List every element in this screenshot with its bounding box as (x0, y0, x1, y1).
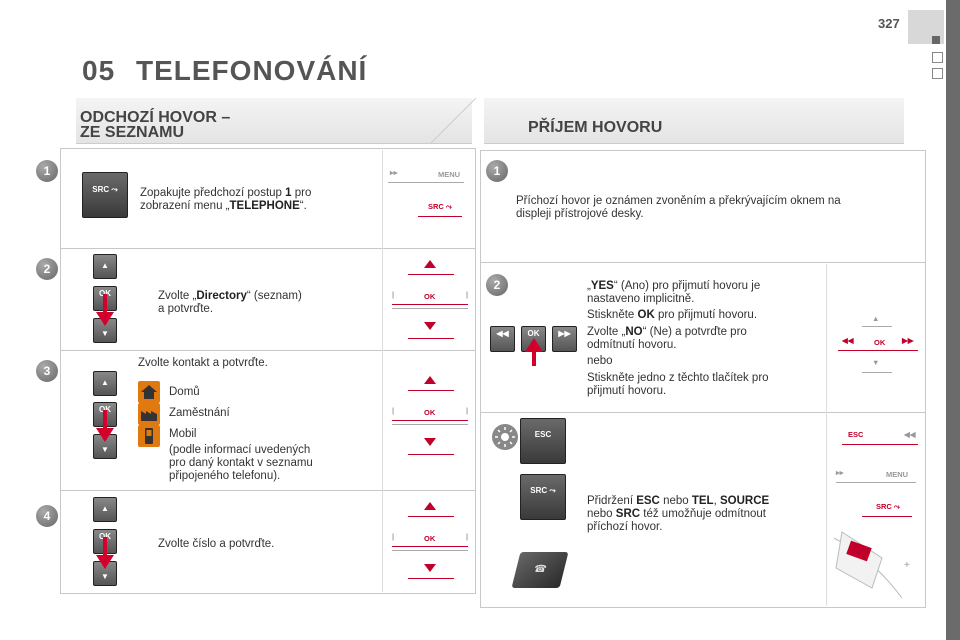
src-label: SRC ⤳ (876, 502, 900, 511)
divider (480, 262, 926, 263)
down-arrow-icon (424, 438, 436, 446)
red-arrow-down-icon (96, 312, 114, 326)
up-arrow-icon (424, 376, 436, 384)
step-number-badge: 1 (486, 160, 508, 182)
menu-label: MENU (886, 470, 909, 479)
column-divider (382, 150, 383, 592)
forward-icon: ▸▸ (836, 468, 844, 477)
src-button: SRC ⤳ (520, 474, 566, 520)
red-arrow-down-icon (96, 555, 114, 569)
step-number-badge: 4 (36, 505, 58, 527)
steering-diagram-ok: | OK | (388, 498, 472, 579)
home-icon (138, 381, 160, 403)
header-slash-decoration (430, 98, 477, 145)
ok-label: OK (424, 408, 436, 417)
red-arrow-up-icon (525, 338, 543, 352)
contact-note: (podle informací uvedených pro daný kont… (169, 444, 313, 482)
mobile-phone-icon (138, 425, 160, 447)
factory-icon (138, 403, 160, 425)
esc-button: ESC (520, 418, 566, 464)
divider (60, 350, 476, 351)
phone-icon: ☎ (532, 564, 548, 575)
down-arrow-icon (424, 322, 436, 330)
steering-diagram-esc-src: ESC ◀◀ ▸▸ MENU SRC ⤳ + (832, 424, 922, 604)
yes-text: „YES“ (Ano) pro přijmutí hovoru je nasta… (587, 280, 761, 305)
step-text: Zvolte kontakt a potvrďte. (138, 357, 268, 369)
red-arrow-down-icon (96, 428, 114, 442)
ok-text: Stiskněte OK pro přijmutí hovoru. (587, 309, 758, 321)
contact-type-mobile: Mobil (169, 428, 197, 440)
bookmark-square-icon (932, 52, 943, 63)
up-button: ▲ (93, 371, 117, 396)
ok-label: OK (874, 338, 886, 347)
step-number-badge: 2 (486, 274, 508, 296)
left-section-title: ODCHOZÍ HOVOR – ZE SEZNAMU (80, 109, 231, 141)
right-section-header (484, 98, 904, 144)
divider (60, 248, 476, 249)
contact-type-home: Domů (169, 386, 200, 398)
red-arrow (532, 350, 536, 366)
page-number: 327 (878, 16, 900, 31)
right-panel (480, 150, 926, 608)
step-text: Zopakujte předchozí postup 1 pro zobraze… (140, 187, 312, 212)
column-divider (826, 264, 827, 606)
steering-diagram-ok: | OK | (388, 372, 472, 455)
steering-diagram-prev-next: ▲ ◀◀ OK ▶▶ ▼ (832, 310, 922, 380)
menu-label: MENU (438, 170, 461, 179)
down-arrow-icon (424, 564, 436, 572)
up-arrow-icon (424, 502, 436, 510)
step-number-badge: 1 (36, 160, 58, 182)
bookmark-square-icon (932, 68, 943, 79)
divider (60, 490, 476, 491)
forward-icon: ▸▸ (390, 168, 398, 177)
up-button: ▲ (93, 254, 117, 279)
light-icon (492, 424, 518, 450)
src-button: SRC ⤳ (82, 172, 128, 218)
up-arrow-icon (424, 260, 436, 268)
next-button: ▶▶ (552, 326, 577, 352)
or-text: nebo (587, 355, 613, 367)
contact-type-work: Zaměstnání (169, 407, 230, 419)
right-section-title: PŘÍJEM HOVORU (528, 119, 663, 136)
steering-diagram-src: ▸▸ MENU SRC ⤳ (387, 160, 472, 230)
corner-square-icon (932, 36, 940, 44)
no-text: Zvolte „NO“ (Ne) a potvrďte pro odmítnut… (587, 326, 747, 351)
step-number-badge: 2 (36, 258, 58, 280)
red-arrow (103, 410, 107, 432)
ok-label: OK (424, 534, 436, 543)
ok-label: OK (424, 292, 436, 301)
src-label: SRC ⤳ (428, 202, 452, 211)
svg-text:+: + (904, 560, 910, 571)
esc-label: ESC (848, 430, 864, 439)
left-panel (60, 148, 476, 594)
steering-diagram-ok: | OK | (388, 256, 472, 339)
red-arrow (103, 537, 107, 559)
press-text: Stiskněte jedno z těchto tlačítek pro př… (587, 372, 769, 397)
side-strip (946, 0, 960, 640)
steering-wheel-sketch: + (833, 531, 910, 599)
next-label: ▶▶ (902, 336, 914, 345)
up-button: ▲ (93, 497, 117, 522)
left-section-header (76, 98, 472, 144)
divider (480, 412, 926, 413)
steering-button-image: ☎ (511, 552, 569, 588)
rewind-icon: ◀◀ (904, 430, 916, 439)
step-number-badge: 3 (36, 360, 58, 382)
step-text: Zvolte „Directory“ (seznam) a potvrďte. (158, 290, 302, 315)
red-arrow (103, 294, 107, 316)
step-text: Zvolte číslo a potvrďte. (158, 538, 275, 550)
hold-text: Přidržení ESC nebo TEL, SOURCE nebo SRC … (587, 495, 770, 533)
chapter-title: TELEFONOVÁNÍ (136, 55, 368, 86)
prev-button: ◀◀ (490, 326, 515, 352)
prev-label: ◀◀ (842, 336, 854, 345)
step-text: Příchozí hovor je oznámen zvoněním a pře… (516, 195, 841, 220)
chapter-number: 05 (82, 55, 116, 86)
